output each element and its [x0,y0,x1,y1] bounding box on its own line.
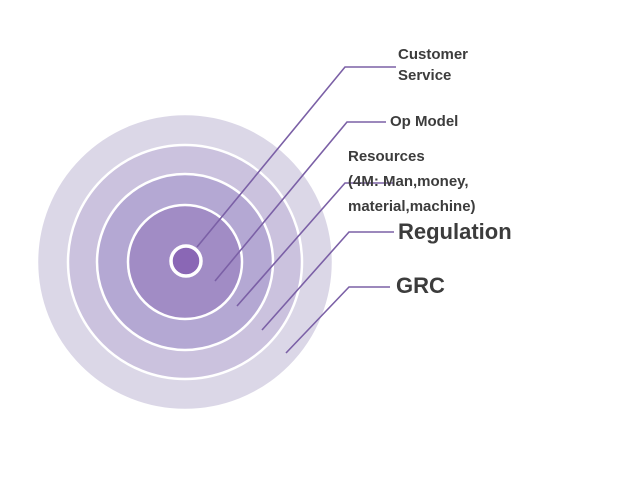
label-grc: GRC [396,273,445,298]
label-resources: Resources (4M: Man,money, material,machi… [348,148,476,215]
ring-customer-service [169,244,203,278]
leader-line-grc [285,286,390,354]
label-op-model: Op Model [390,113,459,130]
leader-line-resources [236,182,394,307]
label-regulation: Regulation [398,219,512,244]
leader-line-op-model [214,121,386,282]
label-customer-service: Customer Service [398,46,469,84]
leader-line-regulation [261,231,394,331]
leader-line-customer-service [196,66,396,248]
